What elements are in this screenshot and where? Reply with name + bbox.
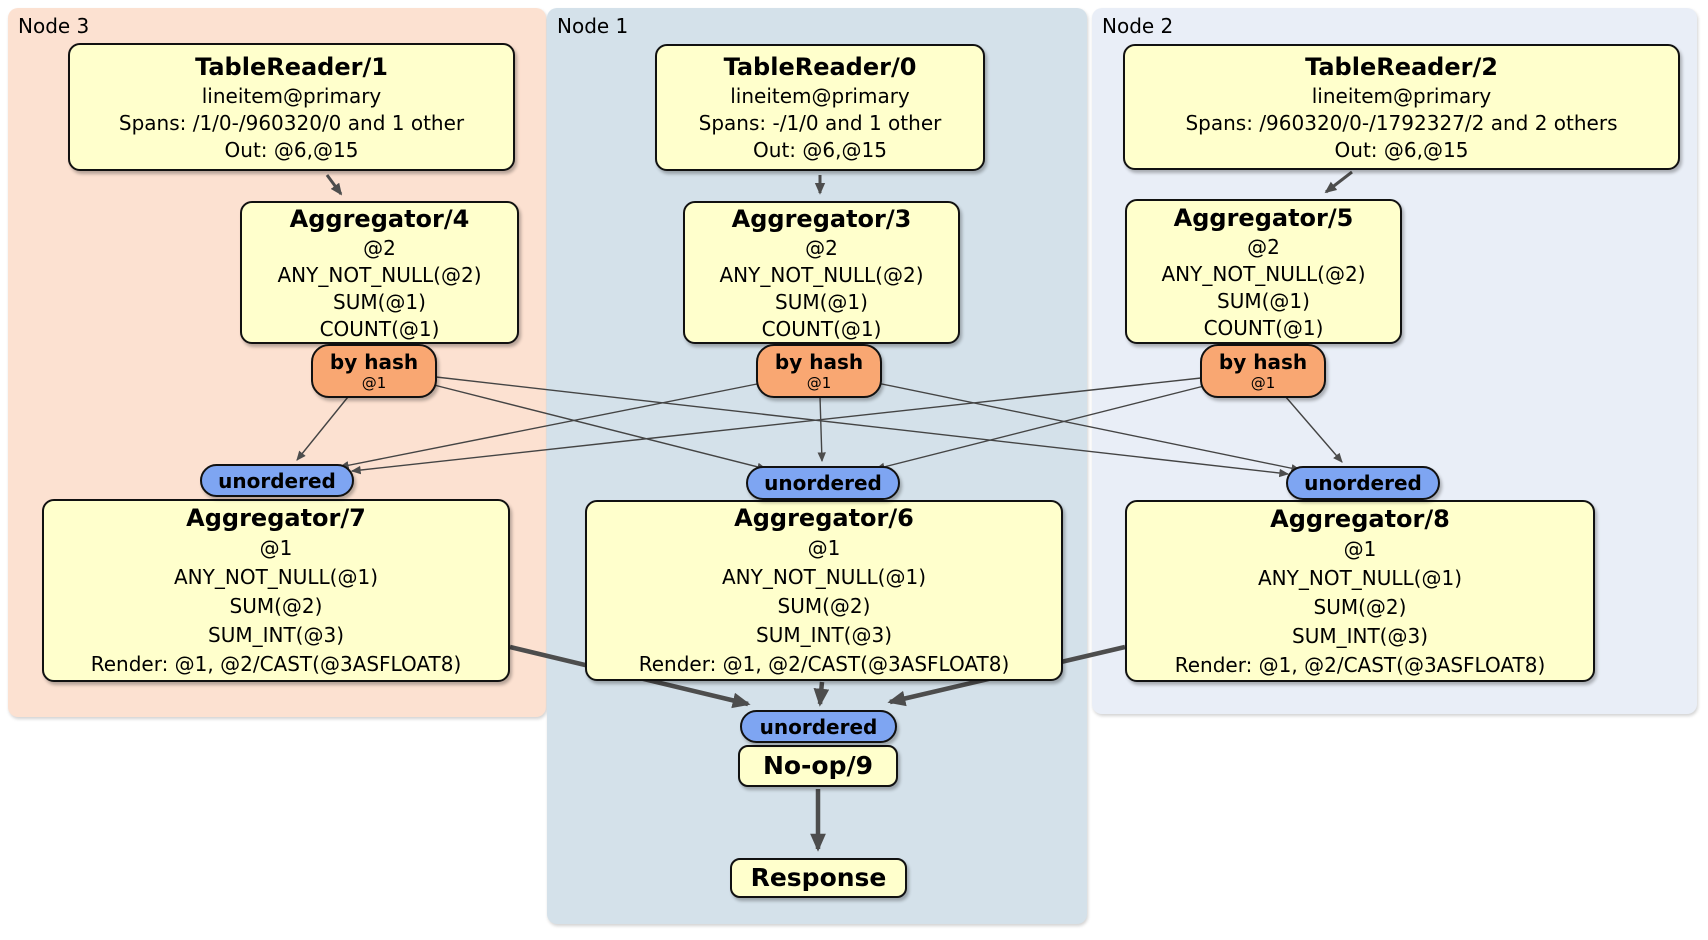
processor-detail: SUM(@1) [333, 289, 426, 314]
processor-detail: SUM_INT(@3) [1292, 623, 1428, 648]
edge-agg6-un0 [813, 681, 830, 707]
processor-title: Aggregator/4 [289, 204, 470, 233]
processor-detail: SUM(@2) [1313, 594, 1407, 619]
processor-detail: Render: @1, @2/CAST(@3ASFLOAT8) [90, 652, 462, 676]
processor-detail: COUNT(@1) [761, 316, 882, 341]
sync-unordered-node3: unordered [200, 464, 354, 497]
processor-noop-9: No-op/9 [738, 745, 898, 787]
router-label: by hash [774, 350, 864, 374]
processor-detail: ANY_NOT_NULL(@2) [277, 262, 482, 287]
processor-detail: @2 [805, 235, 838, 260]
processor-tablereader-1: TableReader/1 lineitem@primary Spans: /1… [68, 43, 515, 171]
processor-detail: ANY_NOT_NULL(@2) [1161, 261, 1366, 286]
router-detail: @1 [1250, 374, 1276, 392]
edge-hash1-un1 [817, 396, 826, 463]
processor-detail: lineitem@primary [1311, 83, 1492, 108]
processor-aggregator-3: Aggregator/3 @2 ANY_NOT_NULL(@2) SUM(@1)… [683, 201, 960, 344]
edge-hash2-un1 [874, 384, 1209, 471]
sync-unordered-node2: unordered [1286, 466, 1440, 500]
router-label: unordered [218, 468, 336, 493]
processor-detail: SUM_INT(@3) [208, 623, 344, 647]
processor-title: TableReader/1 [195, 52, 388, 81]
processor-title: Aggregator/8 [1270, 504, 1450, 533]
router-label: unordered [1304, 471, 1422, 495]
edge-tr2-agg5 [1324, 170, 1353, 194]
router-label: by hash [1218, 350, 1308, 374]
processor-detail: @2 [363, 235, 396, 260]
processor-title: TableReader/2 [1305, 52, 1498, 81]
processor-detail: SUM(@1) [1217, 288, 1310, 313]
processor-detail: @1 [259, 536, 293, 560]
region-node3-label: Node 3 [18, 14, 90, 38]
processor-detail: Out: @6,@15 [224, 137, 359, 162]
processor-detail: Render: @1, @2/CAST(@3ASFLOAT8) [638, 652, 1010, 676]
processor-detail: ANY_NOT_NULL(@1) [722, 565, 926, 589]
processor-tablereader-2: TableReader/2 lineitem@primary Spans: /9… [1123, 44, 1680, 170]
processor-detail: @2 [1247, 234, 1280, 259]
edge-hash1-un2 [876, 382, 1302, 473]
processor-title: TableReader/0 [723, 53, 917, 81]
processor-detail: Spans: /960320/0-/1792327/2 and 2 others [1185, 110, 1618, 135]
processor-title: Aggregator/3 [731, 204, 912, 233]
router-by-hash-node1: by hash @1 [756, 344, 882, 398]
router-label: unordered [759, 714, 878, 739]
processor-aggregator-6: Aggregator/6 @1 ANY_NOT_NULL(@1) SUM(@2)… [585, 500, 1063, 681]
processor-detail: SUM(@2) [229, 594, 323, 618]
sync-unordered-final: unordered [740, 710, 897, 743]
processor-aggregator-5: Aggregator/5 @2 ANY_NOT_NULL(@2) SUM(@1)… [1125, 199, 1402, 344]
router-by-hash-node2: by hash @1 [1200, 344, 1326, 398]
processor-detail: Out: @6,@15 [1334, 137, 1469, 162]
processor-detail: COUNT(@1) [319, 316, 440, 341]
router-label: unordered [764, 471, 882, 495]
processor-detail: Spans: -/1/0 and 1 other [698, 111, 942, 135]
processor-detail: Spans: /1/0-/960320/0 and 1 other [118, 110, 465, 135]
processor-detail: ANY_NOT_NULL(@1) [174, 565, 378, 589]
processor-aggregator-8: Aggregator/8 @1 ANY_NOT_NULL(@1) SUM(@2)… [1125, 500, 1595, 682]
processor-title: Aggregator/7 [186, 504, 366, 532]
processor-title: Response [750, 863, 887, 892]
processor-title: Aggregator/5 [1173, 203, 1354, 232]
region-node1-label: Node 1 [557, 14, 629, 38]
edge-hash3-un2 [435, 376, 1290, 478]
processor-detail: ANY_NOT_NULL(@1) [1258, 565, 1462, 590]
edge-hash2-un2 [1284, 395, 1343, 463]
router-detail: @1 [806, 374, 832, 392]
processor-detail: Out: @6,@15 [753, 138, 887, 162]
processor-tablereader-0: TableReader/0 lineitem@primary Spans: -/… [655, 44, 985, 171]
processor-title: Aggregator/6 [734, 504, 914, 532]
processor-detail: SUM(@2) [777, 594, 871, 618]
processor-detail: Render: @1, @2/CAST(@3ASFLOAT8) [1174, 652, 1546, 677]
processor-detail: lineitem@primary [730, 84, 910, 108]
edge-hash3-un3 [296, 391, 353, 461]
processor-response: Response [730, 858, 907, 898]
processor-detail: ANY_NOT_NULL(@2) [719, 262, 924, 287]
edge-hash3-un1 [429, 383, 768, 471]
processor-aggregator-4: Aggregator/4 @2 ANY_NOT_NULL(@2) SUM(@1)… [240, 201, 519, 344]
edge-tr1-agg4 [325, 174, 343, 196]
processor-detail: SUM_INT(@3) [756, 623, 892, 647]
processor-detail: SUM(@1) [775, 289, 868, 314]
router-by-hash-node3: by hash @1 [311, 344, 437, 398]
processor-title: No-op/9 [762, 751, 874, 780]
processor-detail: lineitem@primary [201, 83, 382, 108]
processor-aggregator-7: Aggregator/7 @1 ANY_NOT_NULL(@1) SUM(@2)… [42, 499, 510, 682]
edge-hash1-un3 [338, 382, 763, 470]
processor-detail: @1 [807, 536, 841, 560]
processor-detail: @1 [1343, 536, 1377, 561]
router-label: by hash [329, 350, 419, 374]
edge-hash2-un3 [350, 377, 1202, 475]
router-detail: @1 [361, 374, 387, 392]
region-node2-label: Node 2 [1102, 14, 1174, 38]
sync-unordered-node1: unordered [746, 466, 900, 500]
processor-detail: COUNT(@1) [1203, 315, 1324, 340]
